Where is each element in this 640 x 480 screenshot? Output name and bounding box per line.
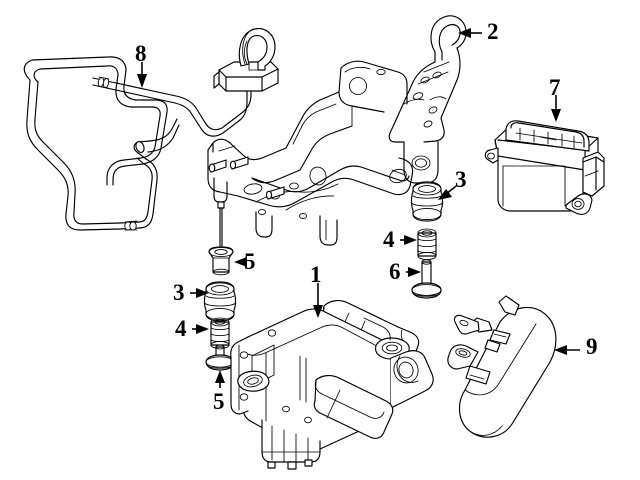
- air-reservoir-tank: [447, 295, 557, 438]
- leader-8: [137, 62, 147, 88]
- callout-label-3-upper-right: 3: [455, 167, 467, 192]
- callout-label-5-lower: 5: [213, 389, 225, 414]
- rubber-bushing-lower-left: [203, 281, 237, 322]
- leader-3b: [190, 288, 209, 298]
- rubber-grommet-right: [417, 228, 437, 261]
- leader-2: [458, 28, 482, 38]
- mounting-stud-lower: [205, 344, 235, 371]
- relay-control-module: [484, 120, 605, 215]
- leader-5a: [234, 257, 247, 267]
- air-suspension-compressor: [230, 300, 434, 470]
- callout-label-7: 7: [549, 75, 561, 100]
- air-supply-hose-line: [23, 56, 252, 231]
- mounting-bolt: [411, 259, 442, 299]
- callout-label-8: 8: [135, 41, 147, 66]
- hose-eye-connector-block: [213, 28, 279, 92]
- mount-hook-bracket: [388, 15, 467, 184]
- leader-4b: [192, 324, 209, 334]
- callout-label-3-lower-left: 3: [173, 280, 185, 305]
- callout-label-2: 2: [487, 19, 499, 44]
- compressor-mounting-bracket: [207, 60, 414, 247]
- callout-label-6: 6: [389, 259, 401, 284]
- leader-7: [551, 95, 561, 122]
- leader-4a: [400, 235, 417, 245]
- leader-6: [406, 267, 421, 277]
- rubber-grommet-left: [210, 317, 230, 350]
- leader-9: [554, 345, 580, 355]
- mounting-stud-upper: [208, 246, 234, 276]
- rubber-bushing-upper-right: [410, 181, 444, 222]
- callout-label-4-right: 4: [383, 227, 395, 252]
- callout-label-9: 9: [586, 334, 598, 359]
- leader-5b: [215, 370, 225, 388]
- callout-label-5-upper: 5: [244, 249, 256, 274]
- callout-label-4-left: 4: [175, 316, 187, 341]
- leader-3a: [438, 185, 457, 200]
- callout-label-1: 1: [310, 262, 322, 287]
- leader-1: [313, 283, 323, 318]
